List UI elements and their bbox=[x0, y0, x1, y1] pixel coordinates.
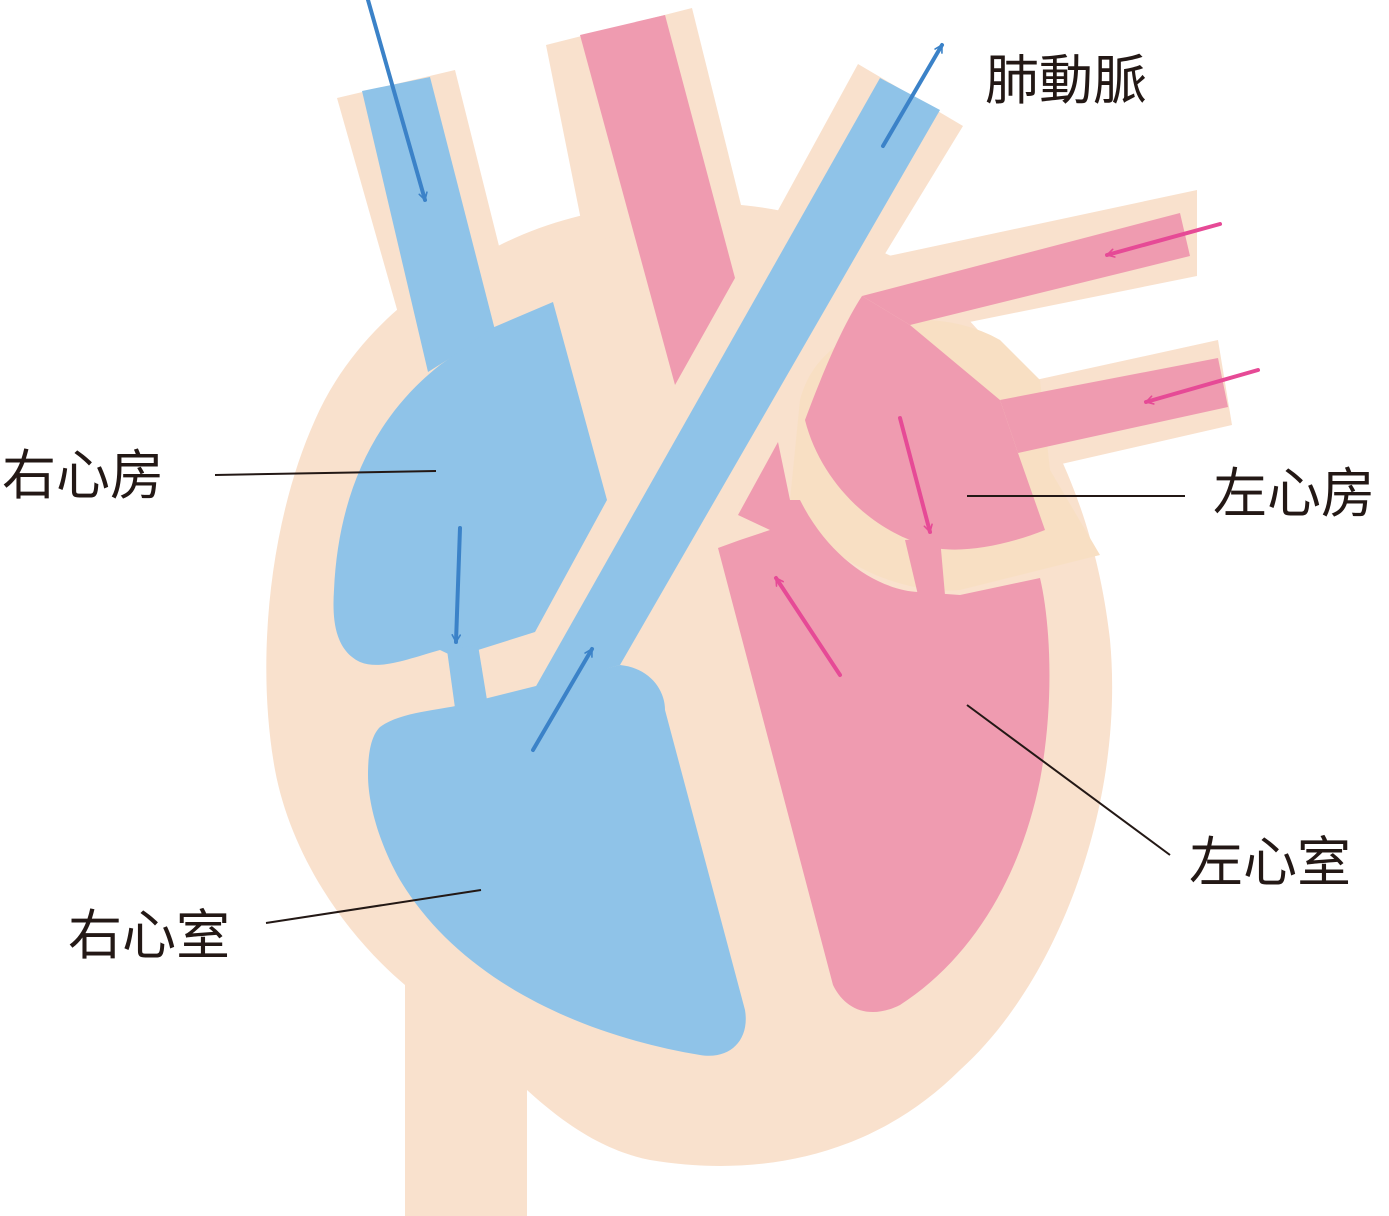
left-ventricle bbox=[718, 500, 1050, 1013]
pulmonary-artery-trunk bbox=[535, 78, 940, 688]
arrow-pv-upper-in bbox=[1105, 222, 1222, 258]
arrow-vena-cava-in bbox=[366, 0, 428, 202]
flow-arrows bbox=[366, 0, 1260, 752]
arrow-la-to-lv bbox=[898, 416, 933, 534]
leader-right-ventricle bbox=[265, 889, 482, 924]
right-atrium bbox=[333, 302, 607, 670]
deoxygenated-blood bbox=[333, 77, 940, 1056]
label-right-atrium: 右心房 bbox=[2, 444, 164, 507]
label-left-ventricle: 左心室 bbox=[1189, 831, 1351, 894]
arrow-rv-to-pa bbox=[531, 647, 594, 752]
arrow-pulmonary-out bbox=[881, 43, 944, 148]
labels: 肺動脈 右心房 左心房 右心室 左心室 bbox=[2, 49, 1375, 967]
aorta bbox=[580, 15, 735, 385]
pulmonary-vein-lower bbox=[1000, 358, 1228, 453]
pulmonary-vein-upper bbox=[862, 213, 1190, 325]
arrow-pv-lower-in bbox=[1144, 368, 1260, 405]
arrow-ra-to-rv bbox=[451, 526, 462, 644]
arrow-lv-to-aorta bbox=[774, 576, 842, 677]
leader-left-ventricle bbox=[966, 704, 1171, 856]
left-atrium-upper bbox=[805, 296, 1045, 550]
label-pulmonary-artery: 肺動脈 bbox=[985, 49, 1147, 112]
right-ventricle bbox=[368, 665, 746, 1056]
superior-vena-cava bbox=[362, 77, 495, 372]
leader-right-atrium bbox=[214, 470, 437, 476]
label-left-atrium: 左心房 bbox=[1213, 462, 1375, 525]
label-right-ventricle: 右心室 bbox=[68, 904, 230, 967]
leader-lines bbox=[214, 470, 1185, 924]
oxygenated-blood bbox=[580, 15, 1228, 1013]
